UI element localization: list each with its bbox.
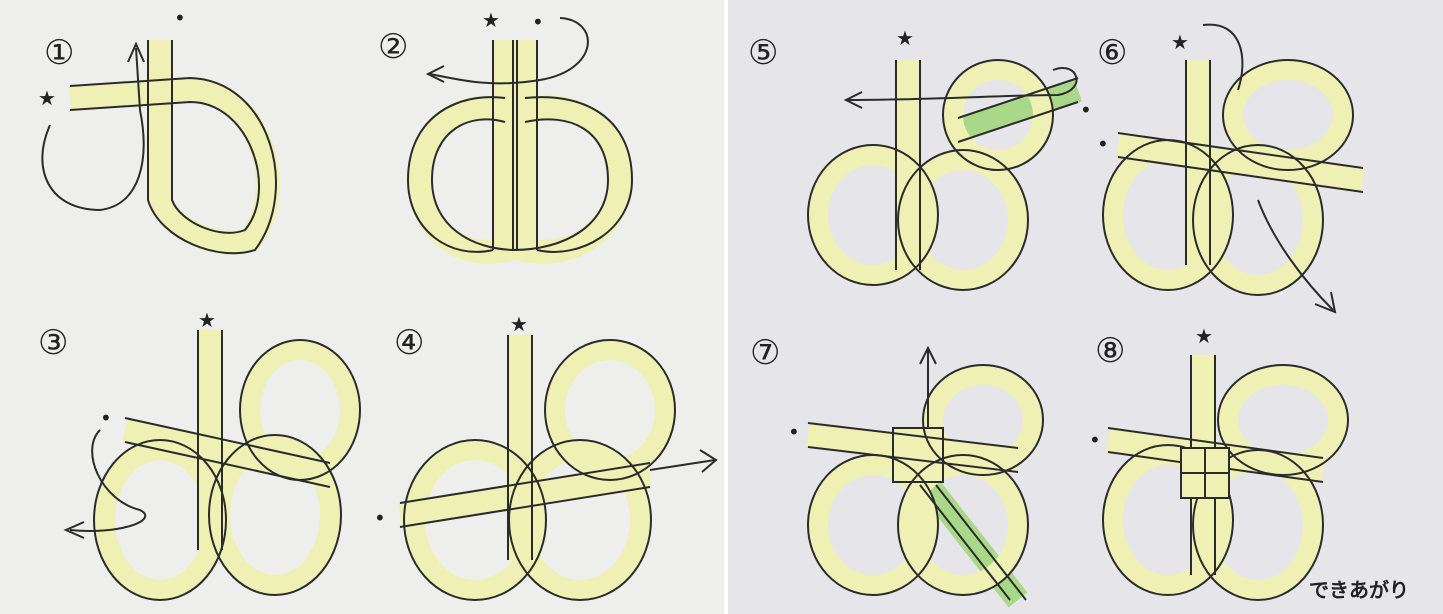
step-2-knot-drawing: [360, 0, 724, 300]
step-3-knot-drawing: [0, 300, 360, 614]
step-6-knot-drawing: [1083, 0, 1443, 310]
step-6-panel: ⑥ ★ •: [1083, 0, 1443, 310]
step-3-panel: ③ ★ •: [0, 300, 360, 614]
step-7-knot-drawing: [728, 310, 1083, 614]
completed-caption: できあがり: [1309, 574, 1409, 603]
step-8-panel: ⑧ ★ • できあがり: [1083, 310, 1443, 614]
step-5-panel: ⑤ ★ •: [728, 0, 1083, 310]
step-5-knot-drawing: [728, 0, 1083, 310]
step-2-panel: ② ★ •: [360, 0, 724, 300]
step-1-knot-drawing: [0, 0, 360, 300]
step-1-panel: ① • ★: [0, 0, 360, 300]
step-4-panel: ④ ★ •: [360, 300, 724, 614]
step-4-knot-drawing: [360, 300, 724, 614]
step-7-panel: ⑦ •: [728, 310, 1083, 614]
step-8-knot-drawing: [1083, 310, 1443, 614]
